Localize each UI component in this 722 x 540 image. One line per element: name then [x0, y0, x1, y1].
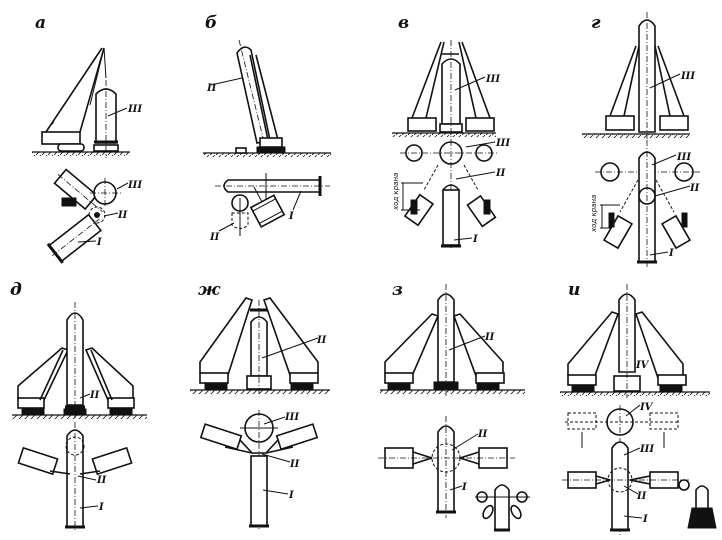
part-label: III	[639, 444, 654, 455]
crawler-crane-right	[458, 41, 495, 132]
plan-view-a: III II I	[46, 168, 142, 264]
crane-travel-annotation: ход крана	[590, 195, 598, 233]
part-label: III	[127, 104, 142, 115]
ground-hatch	[203, 153, 331, 157]
part-label: II	[209, 232, 220, 243]
elevation-view-g: III	[582, 12, 695, 140]
part-label: I	[472, 234, 478, 245]
plan-view-b: I II	[209, 173, 330, 243]
column-II	[433, 284, 459, 396]
ground-hatch	[32, 152, 130, 156]
panel-a: а III	[32, 13, 142, 264]
elevation-view-zh: II	[190, 297, 330, 395]
part-label: I	[288, 211, 294, 222]
panel-i: и IV	[560, 280, 717, 535]
crawler-crane-left	[199, 297, 254, 390]
elevation-view-i: IV	[560, 284, 710, 398]
crawler-crane-left	[407, 41, 445, 132]
crawler-crane-left	[17, 347, 70, 415]
ground-hatch	[392, 133, 496, 137]
column-II	[236, 39, 271, 151]
crawler-crane-left	[567, 311, 620, 392]
part-label: II	[495, 168, 506, 179]
part-label: II	[477, 429, 488, 440]
part-label: II	[689, 183, 700, 194]
column-II	[246, 300, 272, 395]
elevation-view-z: II	[380, 284, 525, 396]
inset-sketch-z	[475, 484, 530, 532]
panel-label-zh: ж	[198, 280, 221, 300]
panel-z: з II	[378, 280, 530, 532]
panel-label-a: а	[35, 13, 46, 33]
panel-label-d: д	[10, 280, 22, 300]
crawler-crane	[249, 54, 286, 154]
plan-view-zh: III II I	[199, 410, 319, 530]
panel-b: б II	[203, 13, 331, 243]
part-label: I	[96, 237, 102, 248]
part-label: III	[676, 152, 691, 163]
plan-view-g: ход крана III II I	[590, 140, 700, 268]
plan-view-i: IV III II I	[562, 402, 717, 535]
plan-view-z: II I	[378, 416, 530, 532]
part-label: II	[117, 210, 128, 221]
part-label: II	[206, 83, 217, 94]
panel-g: г III	[582, 12, 700, 268]
panel-d: д II	[10, 280, 147, 532]
part-label: II	[636, 491, 647, 502]
crawler-crane-left	[605, 45, 640, 131]
part-label: III	[127, 180, 142, 191]
part-label: IV	[639, 402, 654, 413]
crawler-crane	[41, 47, 107, 152]
ground-hatch	[380, 390, 525, 394]
crawler-crane-left	[384, 313, 440, 390]
part-label: I	[668, 248, 674, 259]
column-IV	[613, 284, 641, 398]
part-label: III	[680, 71, 695, 82]
crawler-crane-right	[654, 45, 689, 131]
column-III	[93, 80, 119, 158]
part-label: II	[89, 390, 100, 401]
crawler-crane-right	[262, 297, 319, 390]
ground-hatch	[12, 415, 147, 419]
crawler-crane-right	[84, 347, 135, 415]
part-label: III	[495, 138, 510, 149]
inset-sketch-i	[678, 479, 717, 529]
crane-travel-annotation: ход крана	[392, 173, 400, 211]
part-label: II	[96, 475, 107, 486]
part-label: IV	[635, 360, 650, 371]
elevation-view-v: III	[392, 40, 500, 140]
panel-label-b: б	[205, 13, 217, 33]
panel-label-i: и	[568, 280, 580, 300]
part-label: I	[461, 482, 467, 493]
panel-label-z: з	[392, 280, 403, 300]
column-III	[439, 40, 463, 140]
part-label: II	[316, 335, 327, 346]
ground-hatch	[560, 392, 710, 396]
ground-hatch	[582, 134, 690, 138]
part-label: III	[284, 412, 299, 423]
elevation-view-d: II	[12, 302, 147, 420]
plan-view-d: II I	[17, 422, 133, 532]
part-label: II	[289, 459, 300, 470]
elevation-view-a: III	[32, 47, 142, 158]
column-III	[638, 12, 656, 140]
ground-hatch	[190, 390, 330, 394]
elevation-view-b: II	[203, 39, 331, 157]
panel-label-v: в	[398, 13, 409, 33]
panel-zh: ж II	[190, 280, 330, 530]
part-label: III	[485, 74, 500, 85]
panel-label-g: г	[591, 13, 601, 33]
part-label: I	[642, 514, 648, 525]
panel-v: в III	[392, 13, 510, 250]
plan-view-v: ход крана III II I	[392, 138, 510, 250]
part-label: I	[288, 490, 294, 501]
crawler-crane-right	[452, 313, 505, 390]
column-II	[63, 302, 87, 420]
crawler-crane-right	[634, 311, 687, 392]
part-label: II	[484, 332, 495, 343]
part-label: I	[98, 502, 104, 513]
